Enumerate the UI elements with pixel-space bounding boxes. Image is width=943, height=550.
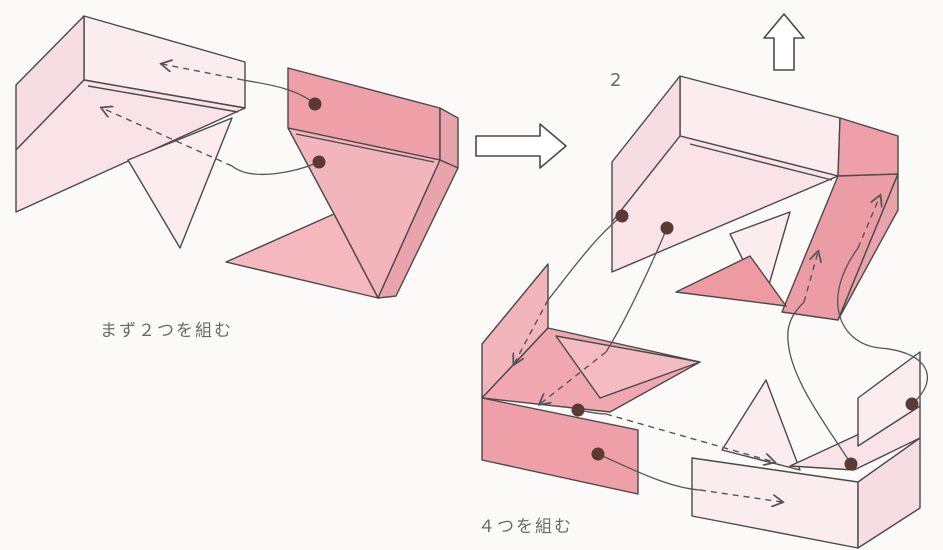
dot-2 [313, 156, 326, 169]
left-bottom-piece [482, 264, 700, 494]
dot-5 [572, 404, 585, 417]
right-pink-piece [226, 68, 458, 298]
connector-3 [548, 216, 622, 300]
dot-8 [906, 398, 919, 411]
left-light-piece [16, 16, 245, 248]
step-number: 2 [610, 70, 621, 91]
caption-first: まず２つを組む [100, 316, 233, 341]
dot-7 [845, 458, 858, 471]
up-arrow-icon [764, 14, 804, 70]
caption-second: ４つを組む [478, 512, 573, 537]
top-piece [612, 76, 898, 320]
right-arrow-icon [476, 124, 566, 168]
dot-4 [661, 222, 674, 235]
dot-1 [309, 98, 322, 111]
right-bottom-piece [692, 352, 920, 548]
dot-6 [592, 448, 605, 461]
dot-3 [616, 210, 629, 223]
connector-7 [788, 302, 851, 464]
connector-2 [232, 162, 319, 174]
